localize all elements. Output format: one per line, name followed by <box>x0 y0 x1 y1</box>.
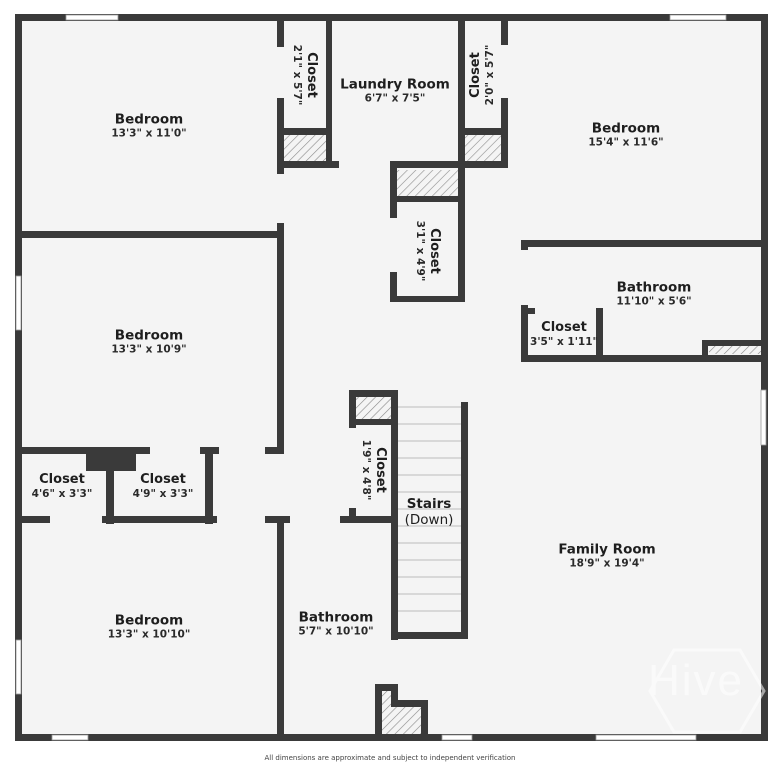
room-dimensions: (Down) <box>404 512 454 528</box>
room-family-room: Family Room 18'9" x 19'4" <box>558 542 655 571</box>
room-bedroom-4: Bedroom 13'3" x 10'10" <box>108 613 191 642</box>
windows <box>15 14 767 741</box>
room-dimensions: 2'0" x 5'7" <box>483 44 496 106</box>
room-dimensions: 11'10" x 5'6" <box>616 295 692 308</box>
room-closet-3: Closet 3'1" x 4'9" <box>414 220 443 282</box>
room-name: Closet <box>140 471 186 487</box>
room-dimensions: 4'6" x 3'3" <box>31 487 93 500</box>
room-closet-1: Closet 2'1" x 5'7" <box>291 44 320 106</box>
room-name: Closet <box>304 52 320 98</box>
room-bedroom-3: Bedroom 13'3" x 10'9" <box>111 328 186 357</box>
room-dimensions: 6'7" x 7'5" <box>364 92 426 105</box>
room-closet-6: Closet 4'9" x 3'3" <box>133 472 194 500</box>
hexagon-logo-icon <box>648 648 766 734</box>
room-name: Closet <box>427 228 443 274</box>
room-closet-4: Closet 3'5" x 1'11" <box>530 320 598 348</box>
room-closet-2: Closet 2'0" x 5'7" <box>468 45 496 106</box>
room-closet-7: Closet 1'9" x 4'8" <box>360 439 389 501</box>
room-dimensions: 3'5" x 1'11" <box>530 335 598 348</box>
watermark-logo: Hive <box>640 648 768 734</box>
room-bedroom-1: Bedroom 13'3" x 11'0" <box>111 112 186 141</box>
room-name: Closet <box>541 319 587 335</box>
room-dimensions: 2'1" x 5'7" <box>291 44 304 106</box>
room-name: Stairs <box>406 495 452 512</box>
room-name: Closet <box>39 471 85 487</box>
room-name: Bedroom <box>591 120 661 137</box>
room-closet-5: Closet 4'6" x 3'3" <box>32 472 93 500</box>
room-dimensions: 13'3" x 11'0" <box>111 127 187 140</box>
room-dimensions: 3'1" x 4'9" <box>414 220 427 282</box>
walls <box>15 14 768 741</box>
stair-treads <box>398 406 462 612</box>
room-name: Bedroom <box>114 111 184 128</box>
room-name: Closet <box>467 52 483 98</box>
room-name: Closet <box>373 447 389 493</box>
room-name: Bathroom <box>298 609 374 626</box>
room-dimensions: 18'9" x 19'4" <box>569 557 645 570</box>
room-name: Bedroom <box>114 327 184 344</box>
room-name: Family Room <box>558 541 656 558</box>
room-laundry: Laundry Room 6'7" x 7'5" <box>340 77 450 106</box>
room-bedroom-2: Bedroom 15'4" x 11'6" <box>588 121 663 150</box>
room-bathroom-2: Bathroom 5'7" x 10'10" <box>298 610 373 639</box>
room-dimensions: 15'4" x 11'6" <box>588 136 664 149</box>
room-dimensions: 13'3" x 10'10" <box>107 628 191 641</box>
room-dimensions: 13'3" x 10'9" <box>111 343 187 356</box>
room-name: Laundry Room <box>340 76 450 93</box>
room-bathroom-1: Bathroom 11'10" x 5'6" <box>616 280 691 309</box>
watermark-text: Hive <box>648 656 745 705</box>
room-stairs: Stairs (Down) <box>405 496 454 528</box>
room-dimensions: 1'9" x 4'8" <box>360 439 373 501</box>
room-dimensions: 5'7" x 10'10" <box>298 625 374 638</box>
room-name: Bedroom <box>114 612 184 629</box>
disclaimer-text: All dimensions are approximate and subje… <box>264 754 516 762</box>
room-name: Bathroom <box>616 279 692 296</box>
room-dimensions: 4'9" x 3'3" <box>132 487 194 500</box>
